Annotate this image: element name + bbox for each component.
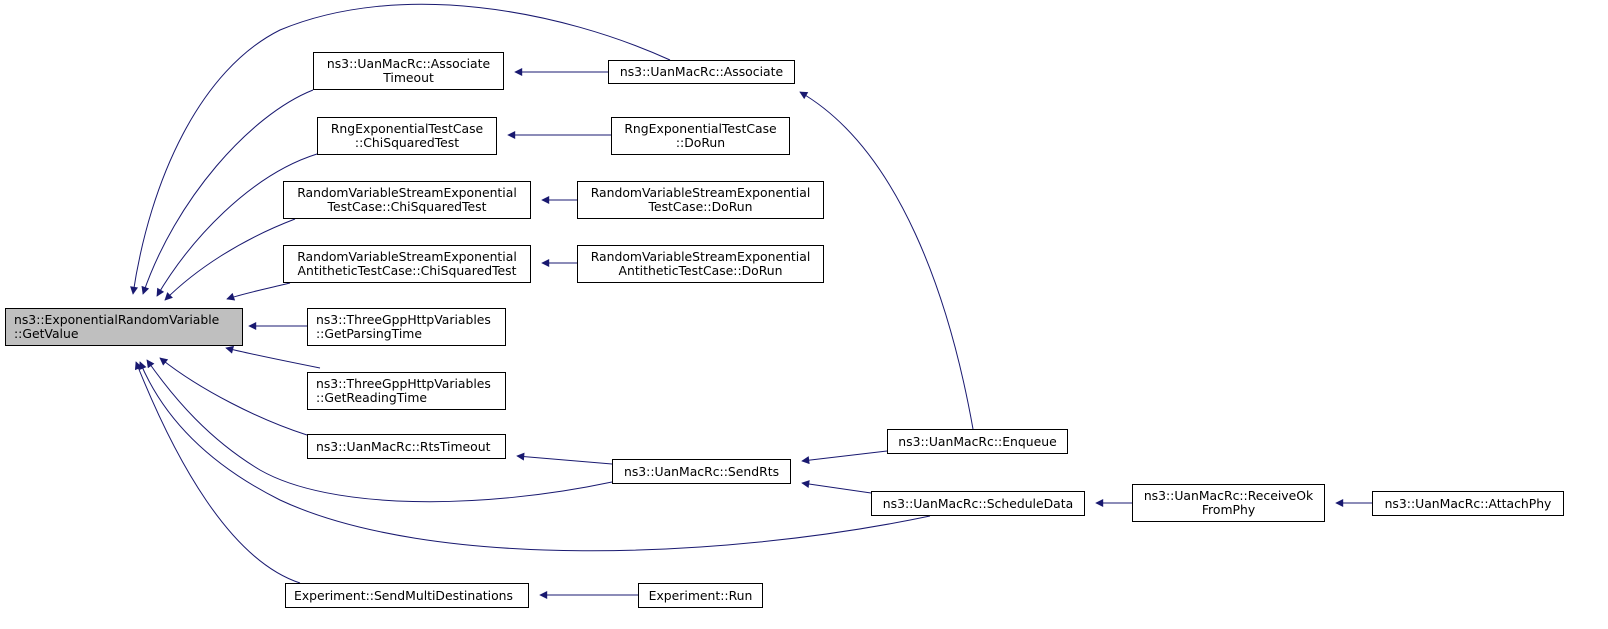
node-label: ::DoRun [675,135,726,150]
node-attach[interactable]: ns3::UanMacRc::AttachPhy [1372,491,1564,516]
node-exp_run[interactable]: Experiment::Run [638,583,763,608]
node-associate[interactable]: ns3::UanMacRc::Associate [608,60,795,84]
node-send_multi[interactable]: Experiment::SendMultiDestinations [285,583,529,608]
edge-schedule-to-root [139,361,931,552]
edge-enqueue-to-associate [799,91,974,430]
node-label: ns3::ThreeGppHttpVariables [316,376,491,391]
node-root: ns3::ExponentialRandomVariable::GetValue [5,308,243,346]
node-label: ns3::UanMacRc::Associate [326,56,491,71]
node-label: ::GetParsingTime [316,326,422,341]
node-label: RandomVariableStreamExponential [297,185,517,200]
node-sendrts[interactable]: ns3::UanMacRc::SendRts [612,459,791,484]
node-label: ns3::UanMacRc::ScheduleData [882,495,1074,511]
node-label: Timeout [383,70,434,85]
node-label: ns3::ExponentialRandomVariable [14,312,220,327]
edge-send_multi-to-root [134,361,301,584]
node-label: RngExponentialTestCase [624,121,777,136]
edge-rts_timeout-to-root [159,357,308,436]
node-label: RngExponentialTestCase [330,121,484,136]
node-label: RandomVariableStreamExponential [297,249,517,264]
edge-enqueue-to-sendrts [801,450,888,465]
node-label: ::GetReadingTime [316,390,428,405]
edge-reading-to-root [225,345,321,369]
edge-sendrts-to-rts_timeout [516,452,613,465]
node-schedule[interactable]: ns3::UanMacRc::ScheduleData [871,491,1085,516]
node-rts_timeout[interactable]: ns3::UanMacRc::RtsTimeout [307,434,506,459]
node-label: ns3::UanMacRc::AttachPhy [1384,495,1552,511]
node-label: ns3::ThreeGppHttpVariables [316,312,491,327]
edge-associate-to-root [130,3,671,295]
node-label: ::GetValue [14,326,79,341]
node-reading[interactable]: ns3::ThreeGppHttpVariables::GetReadingTi… [307,372,506,410]
edge-sendrts-to-root [146,359,613,503]
edge-schedule-to-sendrts [801,480,872,494]
node-label: ns3::UanMacRc::Enqueue [898,433,1057,449]
node-label: FromPhy [1201,502,1256,517]
node-label: AntitheticTestCase::DoRun [618,263,783,278]
node-label: RandomVariableStreamExponential [590,185,811,200]
edge-rvs_chi-to-root [164,218,296,301]
edge-rng_chi-to-root [156,153,318,297]
node-label: RandomVariableStreamExponential [590,249,811,264]
node-rng_chi[interactable]: RngExponentialTestCase::ChiSquaredTest [317,117,497,155]
node-label: Experiment::Run [648,587,753,603]
node-label: ns3::UanMacRc::RtsTimeout [316,438,491,454]
node-label: ns3::UanMacRc::SendRts [623,463,780,479]
node-parsing[interactable]: ns3::ThreeGppHttpVariables::GetParsingTi… [307,308,506,346]
node-label: ::ChiSquaredTest [354,135,460,150]
node-label: TestCase::DoRun [648,199,753,214]
node-label: Experiment::SendMultiDestinations [294,587,513,603]
node-rng_dorun[interactable]: RngExponentialTestCase::DoRun [611,117,790,155]
edge-assoc_timeout-to-root [141,89,314,295]
edge-rvs_anti_chi-to-root [226,282,291,301]
node-label: TestCase::ChiSquaredTest [327,199,487,214]
node-label: AntitheticTestCase::ChiSquaredTest [297,263,517,278]
node-label: ns3::UanMacRc::Associate [619,64,784,79]
node-label: ns3::UanMacRc::ReceiveOk [1143,488,1314,503]
node-enqueue[interactable]: ns3::UanMacRc::Enqueue [887,429,1068,454]
